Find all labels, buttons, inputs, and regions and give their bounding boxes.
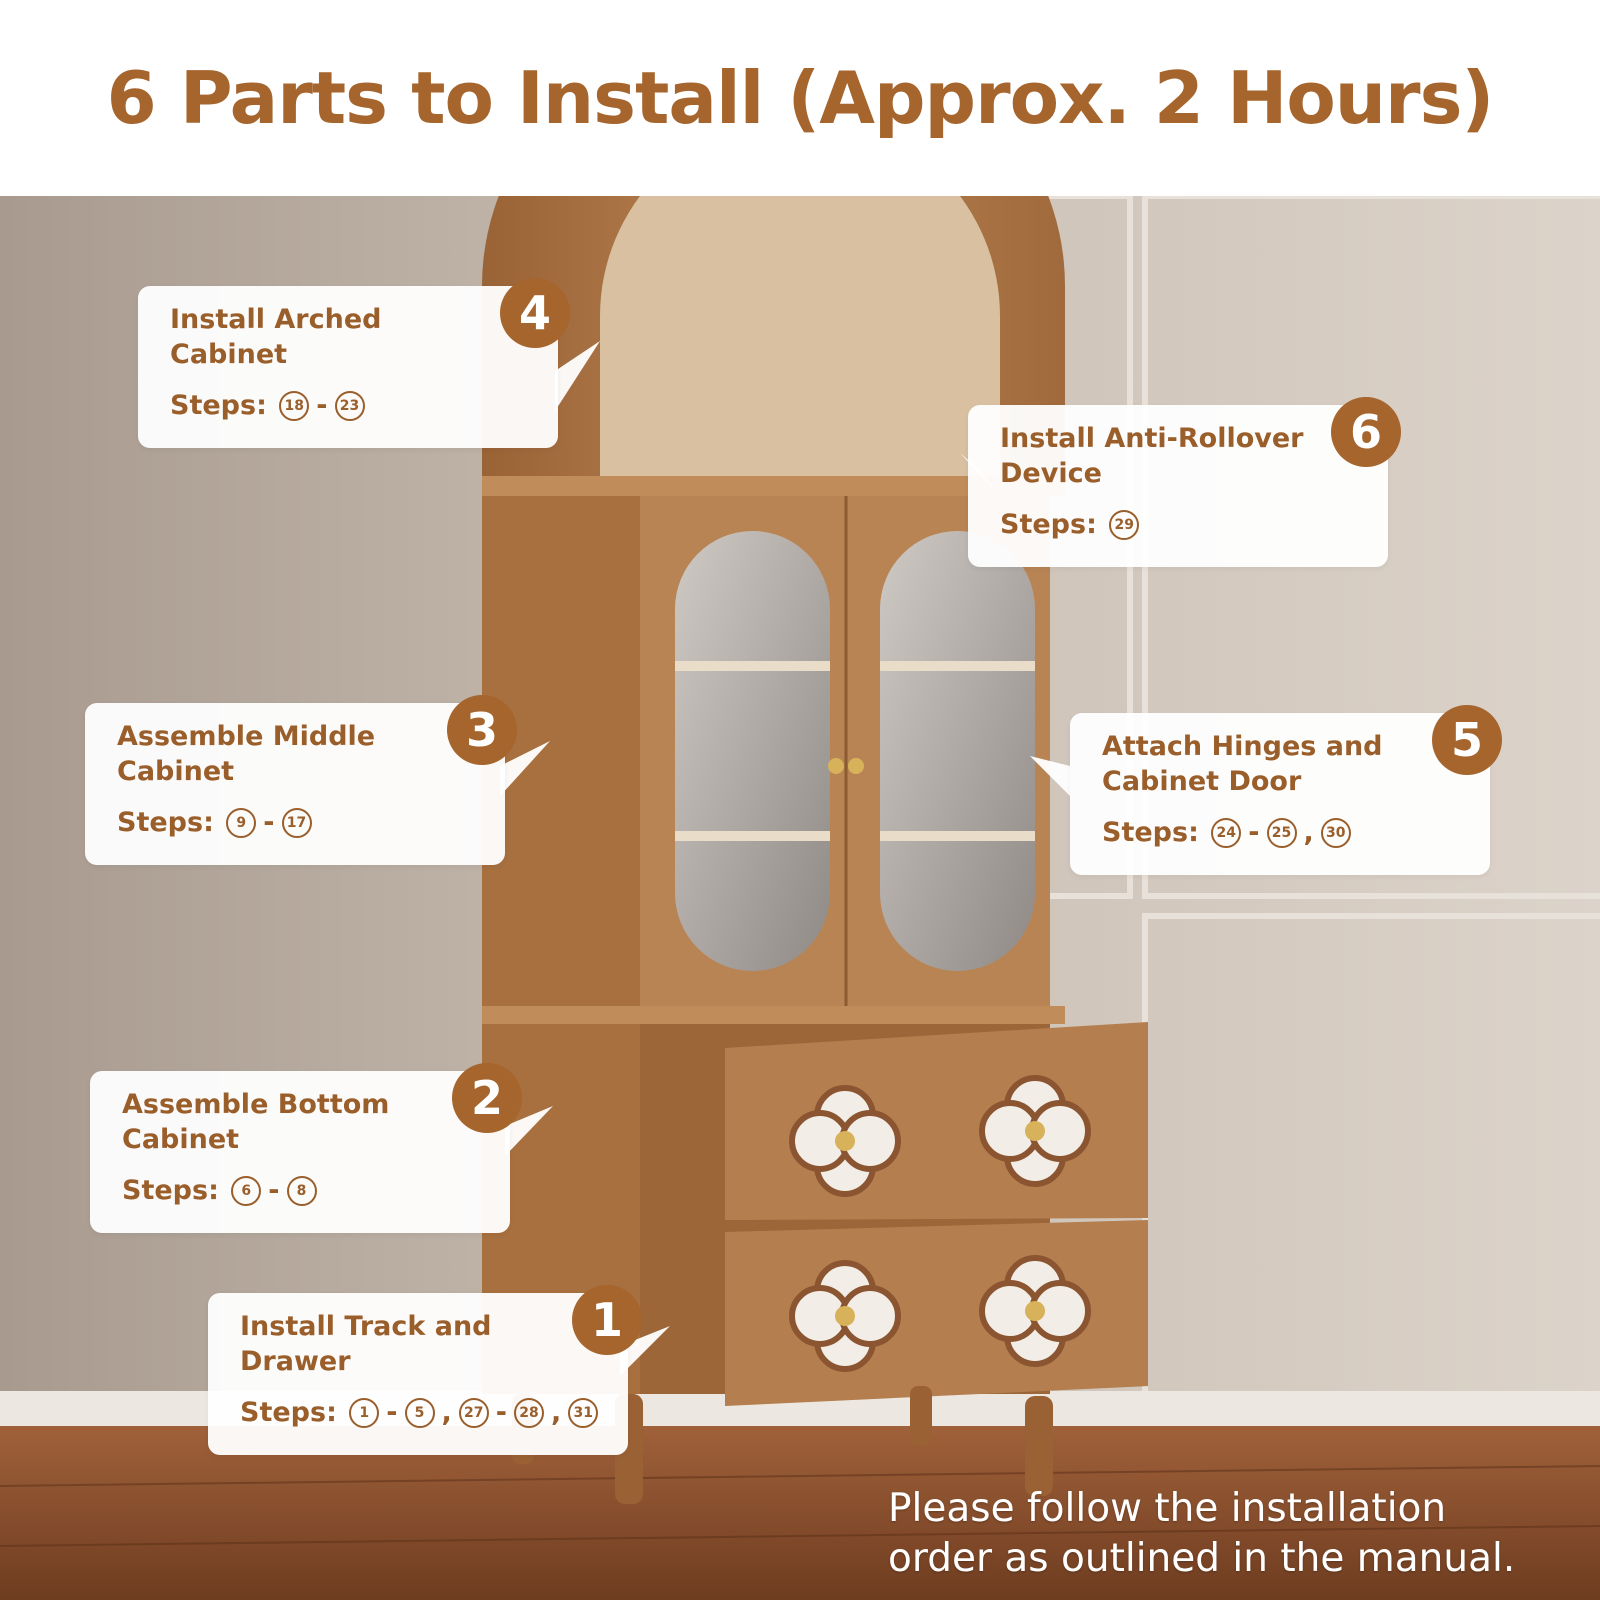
callout-attach-hinges: Attach Hinges and Cabinet Door Steps: 24… [1070,713,1490,875]
step-separator: - [268,1175,280,1206]
step-number: 25 [1266,817,1297,848]
step-separator: - [495,1397,507,1428]
step-number: 18 [279,390,310,421]
callout-steps: Steps: 18 - 23 [170,390,558,421]
footer-note: Please follow the installation order as … [888,1484,1515,1584]
callout-title-line2: Device [1000,458,1102,489]
footer-note-line2: order as outlined in the manual. [888,1536,1516,1581]
callout-title-line1: Install Track and [240,1311,492,1342]
footer-note-line1: Please follow the installation [888,1486,1447,1531]
step-separator: , [550,1397,562,1428]
step-number: 8 [286,1175,317,1206]
step-number: 29 [1109,509,1140,540]
step-number: 23 [334,390,365,421]
step-number: 1 [349,1397,380,1428]
step-badge-5: 5 [1432,705,1502,775]
step-number: 31 [568,1397,599,1428]
step-number: 6 [231,1175,262,1206]
step-separator: - [263,807,275,838]
steps-label: Steps: [1102,817,1199,848]
callout-install-arched-cabinet: Install Arched Cabinet Steps: 18 - 23 [138,286,558,448]
callout-assemble-middle-cabinet: Assemble Middle Cabinet Steps: 9 - 17 [85,703,505,865]
step-badge-2: 2 [452,1063,522,1133]
callout-title-line1: Attach Hinges and [1102,731,1383,762]
callout-title-line2: Cabinet [170,339,288,370]
step-badge-4: 4 [500,278,570,348]
step-separator: - [386,1397,398,1428]
callout-install-anti-rollover: Install Anti-Rollover Device Steps: 29 [968,405,1388,567]
callout-title-line1: Assemble Middle [117,721,376,752]
step-number: 30 [1320,817,1351,848]
step-number: 24 [1211,817,1242,848]
callout-steps: Steps: 29 [1000,509,1388,540]
steps-label: Steps: [170,390,267,421]
callout-title-line1: Install Anti-Rollover [1000,423,1304,454]
page-title: 6 Parts to Install (Approx. 2 Hours) [106,56,1495,140]
callout-install-track-drawer: Install Track and Drawer Steps: 1 - 5 , … [208,1293,628,1455]
step-badge-1: 1 [572,1285,642,1355]
callout-assemble-bottom-cabinet: Assemble Bottom Cabinet Steps: 6 - 8 [90,1071,510,1233]
callout-steps: Steps: 6 - 8 [122,1175,510,1206]
step-separator: , [1303,817,1314,848]
callout-title-line2: Cabinet Door [1102,766,1302,797]
step-separator: , [441,1397,452,1428]
step-number: 28 [513,1397,544,1428]
step-number: 9 [226,807,257,838]
steps-label: Steps: [1000,509,1097,540]
step-badge-6: 6 [1331,397,1401,467]
header: 6 Parts to Install (Approx. 2 Hours) [0,0,1600,196]
callout-steps: Steps: 24 - 25 , 30 [1102,817,1490,848]
callout-title-line1: Assemble Bottom [122,1089,390,1120]
step-separator: - [316,390,328,421]
callout-title-line2: Cabinet [117,756,235,787]
callout-title-line2: Drawer [240,1346,351,1377]
step-badge-3: 3 [447,695,517,765]
callout-steps: Steps: 1 - 5 , 27 - 28 , 31 [240,1397,628,1428]
callout-title-line1: Install Arched [170,304,382,335]
step-separator: - [1248,817,1260,848]
step-number: 5 [404,1397,435,1428]
step-number: 17 [281,807,312,838]
steps-label: Steps: [240,1397,337,1428]
callout-title-line2: Cabinet [122,1124,240,1155]
steps-label: Steps: [122,1175,219,1206]
callout-steps: Steps: 9 - 17 [117,807,505,838]
steps-label: Steps: [117,807,214,838]
step-number: 27 [458,1397,489,1428]
